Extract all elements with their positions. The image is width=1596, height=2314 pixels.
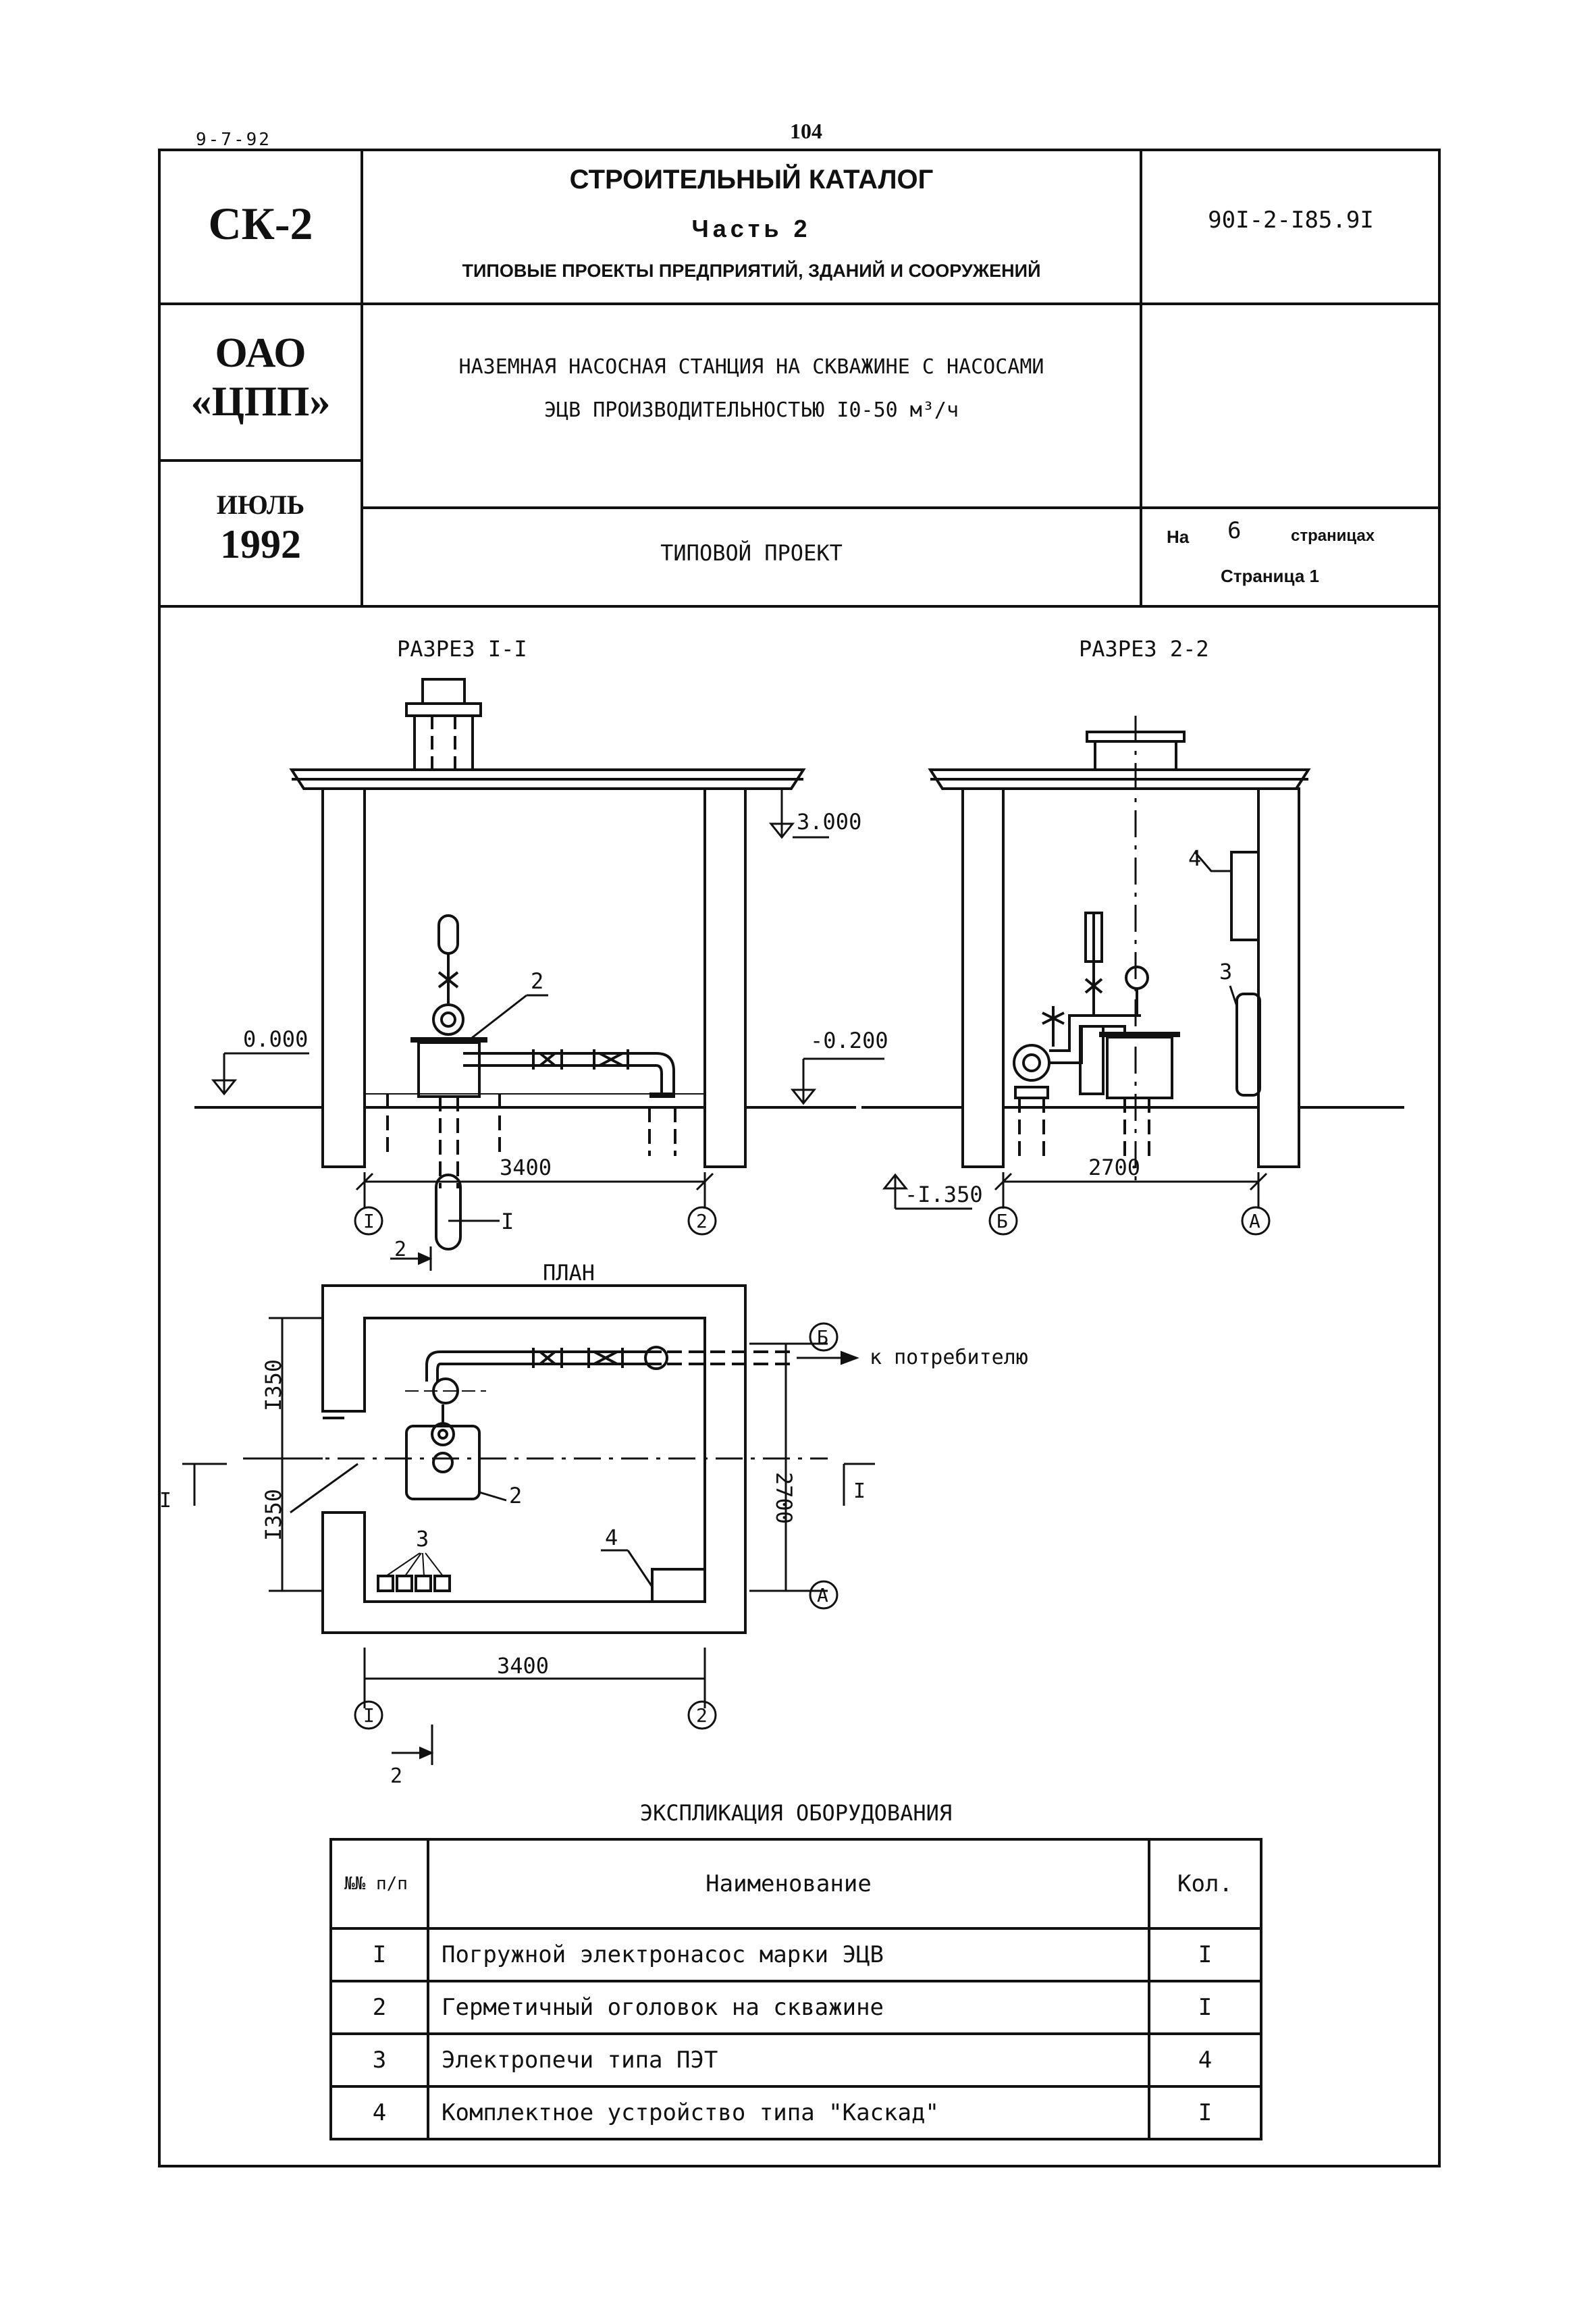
to-consumer-label: к потребителю (870, 1346, 1028, 1369)
row-qty: I (1148, 1980, 1262, 2035)
row-name: Погружной электронасос марки ЭЦВ (427, 1927, 1150, 1982)
catalog-title: СТРОИТЕЛЬНЫЙ КАТАЛОГ (569, 165, 934, 194)
axis-1-section: I (363, 1210, 375, 1232)
header-rule-left-1 (158, 303, 361, 305)
row-num: 3 (329, 2032, 429, 2088)
project-code: 90I-2-I85.9I (1208, 207, 1374, 234)
year: 1992 (220, 522, 301, 567)
axis-2-plan: 2 (696, 1704, 708, 1727)
callout-3-plan: 3 (416, 1526, 429, 1552)
callout-4-plan: 4 (605, 1525, 618, 1550)
table-row: 3 Электропечи типа ПЭТ 4 (329, 2032, 1262, 2088)
axis-A-plan: А (817, 1584, 828, 1606)
row-name: Герметичный оголовок на скважине (427, 1980, 1150, 2035)
section-1-title: РАЗРЕЗ I-I (397, 636, 527, 662)
page-number: 104 (790, 119, 822, 143)
level-3000: 3.000 (797, 809, 861, 835)
header-bottom-rule (158, 605, 1441, 608)
row-qty: 4 (1148, 2032, 1262, 2088)
level-minus-1350: -I.350 (905, 1182, 983, 1207)
header-rule-1 (361, 303, 1441, 305)
dim-3400-section: 3400 (500, 1155, 552, 1180)
technical-drawing: РАЗРЕЗ I-I РАЗРЕЗ 2-2 ПЛАН 3.000 0.000 -… (159, 636, 1404, 1788)
col-qty: Кол. (1148, 1838, 1262, 1930)
project-title-line-1: НАЗЕМНАЯ НАСОСНАЯ СТАНЦИЯ НА СКВАЖИНЕ С … (458, 355, 1044, 379)
catalog-part: Часть 2 (691, 215, 812, 242)
table-row: I Погружной электронасос марки ЭЦВ I (329, 1927, 1262, 1982)
axis-1-plan: I (363, 1704, 375, 1727)
pages-count: 6 (1227, 517, 1242, 544)
col-num: №№ п/п (329, 1838, 429, 1930)
section-2-building (861, 716, 1404, 1188)
callout-2-plan: 2 (509, 1483, 522, 1508)
row-num: 4 (329, 2085, 429, 2140)
header-divider-right (1140, 149, 1142, 606)
section-1-building (194, 678, 856, 1251)
pages-prefix: На (1167, 527, 1190, 547)
callout-3-section: 3 (1219, 959, 1232, 984)
table-row: 2 Герметичный оголовок на скважине I (329, 1980, 1262, 2035)
callout-1: I (501, 1209, 514, 1234)
row-num: I (329, 1927, 429, 1982)
cut-mark-I-right: I (853, 1479, 866, 1503)
equipment-table-title: ЭКСПЛИКАЦИЯ ОБОРУДОВАНИЯ (639, 1800, 953, 1826)
header-rule-left-2 (158, 459, 361, 462)
row-num: 2 (329, 1980, 429, 2035)
dim-2700-section: 2700 (1088, 1155, 1140, 1180)
pages-suffix: страницах (1291, 527, 1375, 545)
row-qty: I (1148, 2085, 1262, 2140)
catalog-subtitle: ТИПОВЫЕ ПРОЕКТЫ ПРЕДПРИЯТИЙ, ЗДАНИЙ И СО… (462, 261, 1041, 281)
level-minus-0200: -0.200 (810, 1028, 888, 1053)
month: ИЮЛЬ (216, 490, 305, 520)
doc-type: ТИПОВОЙ ПРОЕКТ (660, 540, 843, 566)
dim-1350-bottom: I350 (261, 1489, 286, 1541)
row-name: Комплектное устройство типа "Каскад" (427, 2085, 1150, 2140)
cut-mark-2-bottom: 2 (390, 1764, 402, 1788)
header-rule-2 (361, 506, 1441, 509)
col-name: Наименование (427, 1838, 1150, 1930)
org-line-1: ОАО (215, 330, 307, 376)
axis-A-section: А (1249, 1210, 1260, 1232)
plan-view (243, 1284, 859, 1634)
document-code: 9-7-92 (196, 130, 271, 150)
page-label: Страница 1 (1221, 566, 1319, 586)
axis-B-section: Б (996, 1210, 1008, 1232)
section-2-title: РАЗРЕЗ 2-2 (1079, 636, 1209, 662)
org-line-2: «ЦПП» (190, 379, 331, 425)
cut-mark-2-top: 2 (394, 1238, 406, 1261)
equipment-table: №№ п/п Наименование Кол. I Погружной эле… (329, 1838, 1262, 2140)
axis-B-plan: Б (817, 1326, 828, 1348)
row-name: Электропечи типа ПЭТ (427, 2032, 1150, 2088)
table-row: 4 Комплектное устройство типа "Каскад" I (329, 2085, 1262, 2140)
cut-mark-I-left: I (159, 1489, 171, 1513)
dim-3400-plan: 3400 (497, 1653, 549, 1679)
dim-2700-plan: 2700 (771, 1472, 797, 1524)
level-0000: 0.000 (243, 1026, 308, 1052)
callout-2-section: 2 (531, 968, 543, 994)
dim-1350-top: I350 (261, 1359, 286, 1411)
row-qty: I (1148, 1927, 1262, 1982)
series-code: СК-2 (208, 198, 313, 249)
plan-title: ПЛАН (543, 1260, 595, 1286)
axis-2-section: 2 (696, 1210, 708, 1232)
project-title-line-2: ЭЦВ ПРОИЗВОДИТЕЛЬНОСТЬЮ I0-50 м³/ч (543, 398, 959, 422)
equipment-table-header: №№ п/п Наименование Кол. (329, 1838, 1262, 1930)
page-frame (158, 149, 1441, 2167)
callout-4-section: 4 (1188, 845, 1201, 871)
header-divider-left (361, 149, 363, 606)
